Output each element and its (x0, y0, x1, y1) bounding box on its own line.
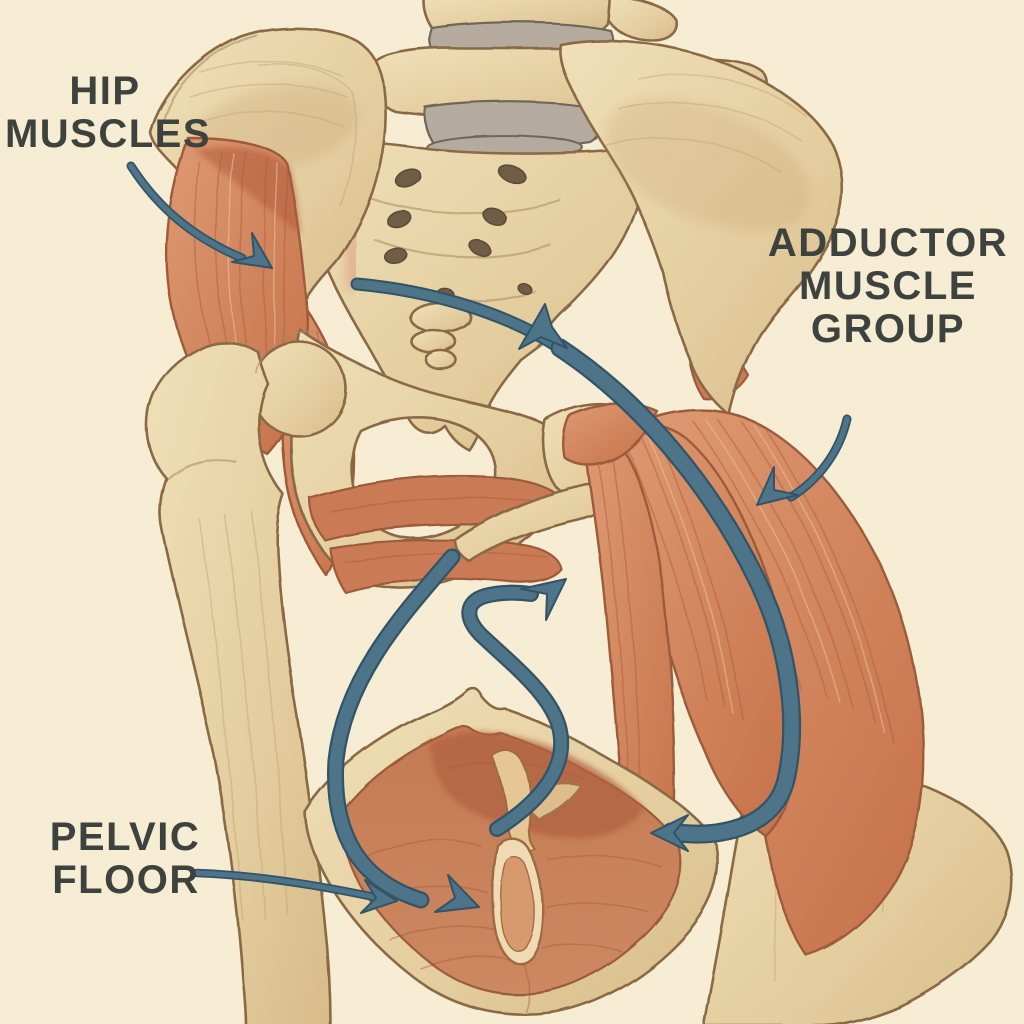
pelvic-floor-label-line1: PELVIC (50, 815, 201, 859)
adductor-label-line3: GROUP (811, 307, 965, 351)
pelvic-floor-label-line2: FLOOR (52, 858, 199, 902)
adductor-label-line1: ADDUCTOR (768, 221, 1008, 265)
hip-muscles-label-line1: HIP (69, 69, 140, 113)
adductor-label-line2: MUSCLE (799, 264, 977, 308)
hip-muscles-label-line2: MUSCLES (5, 112, 211, 156)
